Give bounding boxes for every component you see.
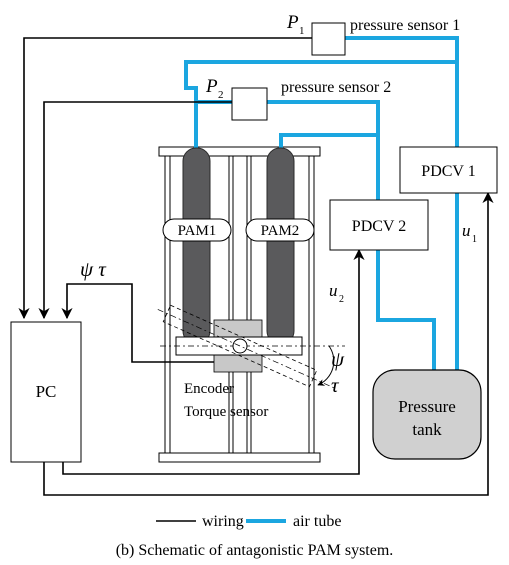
wire-p1-to-pc	[18, 37, 312, 320]
torque-sensor-label: Torque sensor	[184, 404, 268, 420]
wiring	[18, 37, 494, 496]
wire-p2-to-pc	[38, 101, 232, 320]
tau-label: τ	[331, 373, 340, 397]
pressure-sensor-2	[231, 87, 268, 121]
p2-subscript: 2	[218, 89, 224, 101]
encoder-assembly	[157, 304, 345, 390]
psi-tau-label: ψ τ	[80, 257, 107, 281]
pressure-tank: Pressure tank	[372, 369, 482, 460]
wire-pc-to-pdcv2	[62, 248, 365, 475]
pam1-body	[182, 147, 211, 345]
frame	[158, 146, 321, 463]
svg-text:PDCV 2: PDCV 2	[352, 218, 406, 235]
rotation-arrow	[317, 345, 335, 386]
svg-text:PDCV 1: PDCV 1	[421, 163, 475, 180]
pc-box: PC	[10, 321, 82, 463]
pdcv1-box: PDCV 1	[399, 146, 498, 194]
u1-label: u	[462, 221, 471, 240]
air-tubes	[184, 36, 459, 370]
pressure-sensor-2-label: pressure sensor 2	[281, 79, 391, 96]
air-tube-pdcv2-to-tank	[376, 250, 436, 370]
svg-text:PAM2: PAM2	[261, 223, 300, 239]
p2-label: P	[205, 76, 218, 97]
pressure-sensor-1	[311, 22, 346, 56]
pam2-body	[266, 147, 295, 345]
air-tube-pdcv1-to-pam1	[184, 60, 457, 155]
u2-label: u	[329, 281, 338, 300]
legend: wiring air tube	[156, 513, 341, 530]
u2-subscript: 2	[339, 294, 344, 305]
p1-label: P	[286, 12, 299, 33]
legend-wiring-label: wiring	[202, 513, 244, 530]
wire-pc-to-pdcv1	[43, 191, 494, 496]
wire-encoder-to-pc	[61, 283, 214, 363]
figure-caption: (b) Schematic of antagonistic PAM system…	[116, 542, 394, 559]
air-tube-pdcv2-to-pam2	[279, 133, 377, 155]
pam1-label: PAM1	[162, 218, 232, 242]
legend-air-tube-label: air tube	[293, 513, 341, 530]
encoder-label: Encoder	[184, 381, 234, 397]
pam2-label: PAM2	[245, 218, 315, 242]
u1-subscript: 1	[472, 234, 477, 245]
p1-subscript: 1	[299, 25, 305, 37]
psi-label: ψ	[331, 347, 345, 371]
svg-text:PC: PC	[36, 382, 57, 401]
pressure-sensor-1-label: pressure sensor 1	[350, 17, 460, 34]
svg-text:PAM1: PAM1	[178, 223, 217, 239]
svg-text:Pressure: Pressure	[398, 397, 456, 416]
air-tube-sensor1-to-pdcv1	[345, 36, 459, 147]
air-tube-sensor2-to-pdcv2	[267, 100, 380, 200]
pdcv2-box: PDCV 2	[329, 199, 429, 251]
svg-text:tank: tank	[412, 420, 442, 439]
